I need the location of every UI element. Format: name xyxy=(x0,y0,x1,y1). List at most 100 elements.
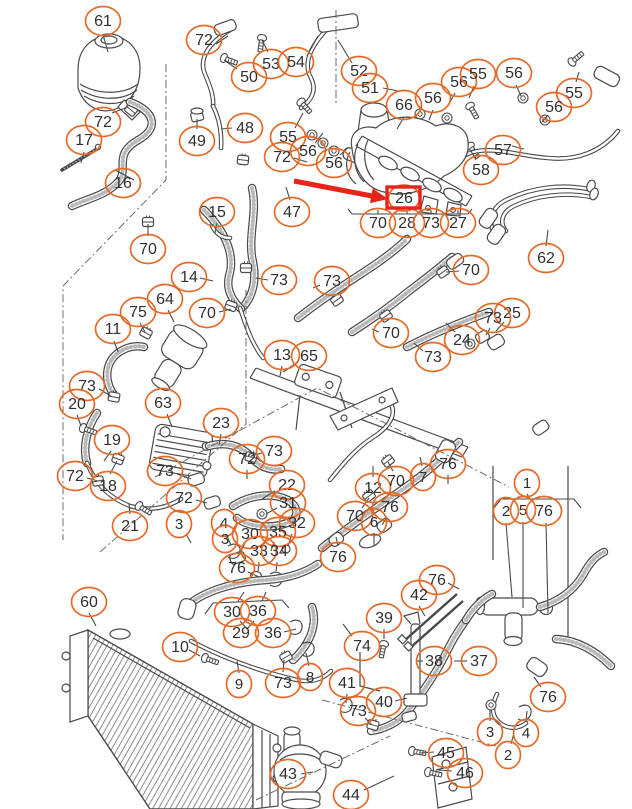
callout-56[interactable]: 56 xyxy=(414,82,452,114)
callout-20[interactable]: 20 xyxy=(58,388,96,420)
callout-2[interactable]: 2 xyxy=(492,496,520,526)
callout-65[interactable]: 65 xyxy=(290,340,328,372)
callout-16[interactable]: 16 xyxy=(104,167,142,199)
callout-13[interactable]: 13 xyxy=(263,339,301,371)
callout-56[interactable]: 56 xyxy=(440,66,478,98)
callout-70[interactable]: 70 xyxy=(452,254,490,286)
callout-76[interactable]: 76 xyxy=(429,448,467,480)
callout-72[interactable]: 72 xyxy=(228,443,266,475)
callout-7[interactable]: 7 xyxy=(409,462,437,492)
callout-1[interactable]: 1 xyxy=(513,468,541,498)
callout-56[interactable]: 56 xyxy=(289,135,327,167)
callout-5[interactable]: 5 xyxy=(509,495,537,525)
callout-3[interactable]: 3 xyxy=(476,717,504,747)
callout-73[interactable]: 73 xyxy=(264,667,302,699)
callout-76[interactable]: 76 xyxy=(525,495,563,527)
callout-72[interactable]: 72 xyxy=(84,106,122,138)
callout-39[interactable]: 39 xyxy=(365,602,403,634)
callout-70[interactable]: 70 xyxy=(359,207,397,239)
callout-45[interactable]: 45 xyxy=(427,737,465,769)
callout-76[interactable]: 76 xyxy=(218,552,256,584)
callout-73[interactable]: 73 xyxy=(260,264,298,296)
callout-76[interactable]: 76 xyxy=(319,541,357,573)
callout-33[interactable]: 33 xyxy=(240,535,278,567)
callout-42[interactable]: 42 xyxy=(400,579,438,611)
callout-70[interactable]: 70 xyxy=(372,317,410,349)
callout-64[interactable]: 64 xyxy=(146,283,184,315)
callout-53[interactable]: 53 xyxy=(252,48,290,80)
callout-18[interactable]: 18 xyxy=(89,470,127,502)
callout-73[interactable]: 73 xyxy=(255,435,293,467)
callout-70[interactable]: 70 xyxy=(188,297,226,329)
callout-19[interactable]: 19 xyxy=(93,424,131,456)
callout-4[interactable]: 4 xyxy=(512,718,540,748)
callout-70[interactable]: 70 xyxy=(336,500,374,532)
callout-57[interactable]: 57 xyxy=(484,134,522,166)
callout-2[interactable]: 2 xyxy=(494,740,522,770)
callout-70[interactable]: 70 xyxy=(377,465,415,497)
callout-62[interactable]: 62 xyxy=(527,242,565,274)
callout-24[interactable]: 24 xyxy=(443,324,481,356)
callout-63[interactable]: 63 xyxy=(144,387,182,419)
callout-40[interactable]: 40 xyxy=(365,686,403,718)
callout-36[interactable]: 36 xyxy=(254,617,292,649)
callout-72[interactable]: 72 xyxy=(165,482,203,514)
callout-31[interactable]: 31 xyxy=(269,487,307,519)
callout-74[interactable]: 74 xyxy=(343,630,381,662)
callout-66[interactable]: 66 xyxy=(385,89,423,121)
callout-49[interactable]: 49 xyxy=(178,125,216,157)
callout-47[interactable]: 47 xyxy=(273,196,311,228)
callout-76[interactable]: 76 xyxy=(529,681,567,713)
callout-56[interactable]: 56 xyxy=(495,57,533,89)
callout-48[interactable]: 48 xyxy=(226,112,264,144)
callout-56[interactable]: 56 xyxy=(535,91,573,123)
leader-line xyxy=(257,561,260,572)
callout-43[interactable]: 43 xyxy=(269,758,307,790)
callout-17[interactable]: 17 xyxy=(65,124,103,156)
callout-55[interactable]: 55 xyxy=(459,58,497,90)
callout-54[interactable]: 54 xyxy=(277,46,315,78)
callout-73[interactable]: 73 xyxy=(414,341,452,373)
callout-23[interactable]: 23 xyxy=(202,407,240,439)
callout-72[interactable]: 72 xyxy=(185,24,223,56)
callout-9[interactable]: 9 xyxy=(225,669,253,699)
callout-3[interactable]: 3 xyxy=(165,509,193,539)
callout-30[interactable]: 30 xyxy=(231,518,269,550)
callout-21[interactable]: 21 xyxy=(111,510,149,542)
callout-30[interactable]: 30 xyxy=(213,596,251,628)
callout-15[interactable]: 15 xyxy=(198,196,236,228)
callout-73[interactable]: 73 xyxy=(313,265,351,297)
callout-37[interactable]: 37 xyxy=(460,645,498,677)
callout-58[interactable]: 58 xyxy=(462,154,500,186)
callout-8[interactable]: 8 xyxy=(296,662,324,692)
callout-14[interactable]: 14 xyxy=(170,261,208,293)
callout-56[interactable]: 56 xyxy=(315,147,353,179)
callout-11[interactable]: 11 xyxy=(94,313,132,345)
callout-73[interactable]: 73 xyxy=(412,207,450,239)
callout-72[interactable]: 72 xyxy=(263,141,301,173)
callout-29[interactable]: 29 xyxy=(222,617,260,649)
callout-51[interactable]: 51 xyxy=(351,72,389,104)
callout-4[interactable]: 4 xyxy=(210,508,238,538)
callout-38[interactable]: 38 xyxy=(415,645,453,677)
callout-72[interactable]: 72 xyxy=(56,460,94,492)
callout-60[interactable]: 60 xyxy=(70,586,108,618)
callout-32[interactable]: 32 xyxy=(278,507,316,539)
callout-27[interactable]: 27 xyxy=(439,207,477,239)
callout-70[interactable]: 70 xyxy=(129,233,167,265)
callout-52[interactable]: 52 xyxy=(340,55,378,87)
callout-73[interactable]: 73 xyxy=(146,455,184,487)
callout-10[interactable]: 10 xyxy=(161,631,199,663)
highlight-box-part26[interactable] xyxy=(385,185,422,210)
callout-61[interactable]: 61 xyxy=(84,5,122,37)
callout-44[interactable]: 44 xyxy=(332,779,370,809)
callout-75[interactable]: 75 xyxy=(119,296,157,328)
callout-50[interactable]: 50 xyxy=(230,61,268,93)
callout-76[interactable]: 76 xyxy=(371,491,409,523)
callout-3[interactable]: 3 xyxy=(211,524,239,554)
callout-34[interactable]: 34 xyxy=(260,535,298,567)
callout-46[interactable]: 46 xyxy=(446,757,484,789)
callout-73[interactable]: 73 xyxy=(474,302,512,334)
callout-41[interactable]: 41 xyxy=(328,667,366,699)
callout-73[interactable]: 73 xyxy=(339,695,377,727)
